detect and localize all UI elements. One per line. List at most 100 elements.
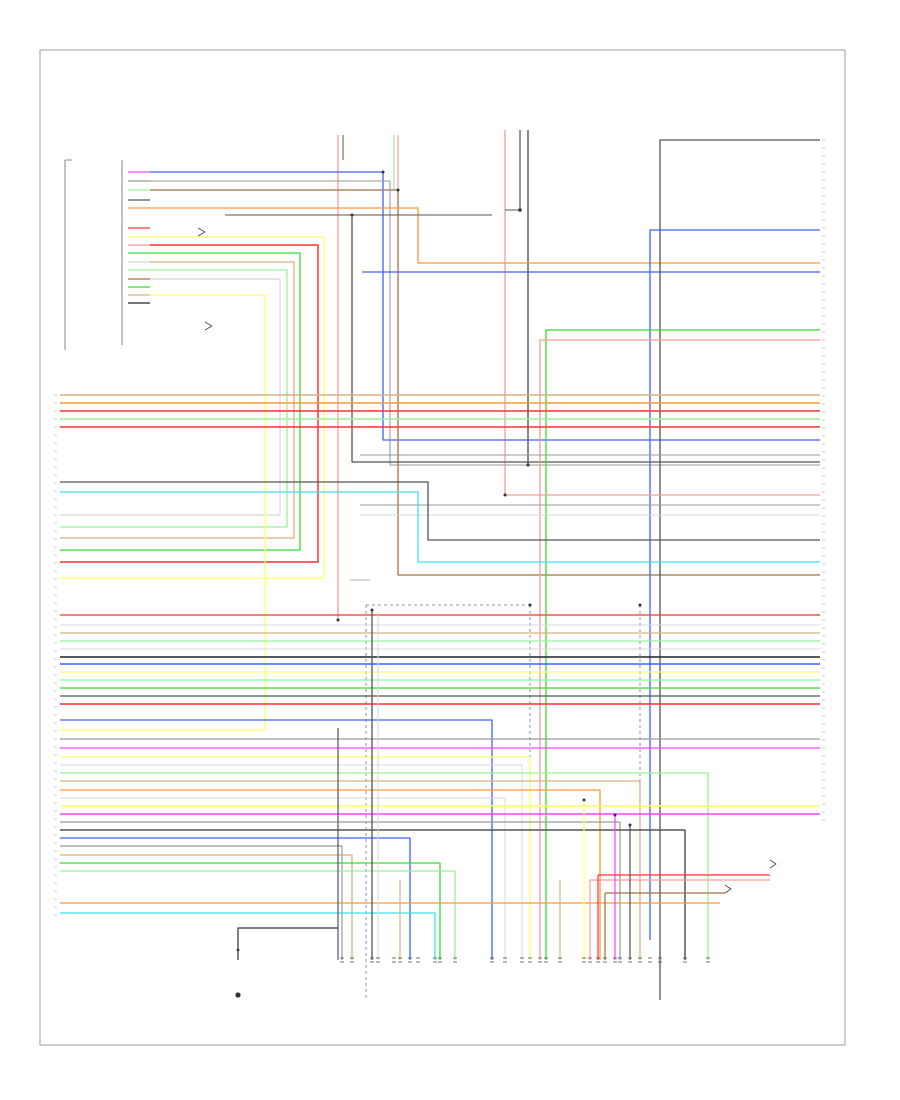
terminal-number: · [343,965,344,969]
wire-layer [54,130,825,1000]
ground-wire [237,927,338,960]
connector-terminal [520,957,524,963]
wire-light-green [60,870,456,960]
terminal-number: · [373,965,374,969]
terminal-number: · [631,965,632,969]
terminal-number: · [531,965,532,969]
wire-yellow [60,294,266,731]
wire-gray [150,180,820,466]
terminal-number: · [661,965,662,969]
connector-terminal [370,957,374,963]
wire-green [545,329,820,960]
wire-blue [649,229,820,940]
splice-dot [396,188,400,192]
terminal-number: · [506,965,507,969]
splice-dot [370,608,374,612]
connector-terminal [392,957,396,963]
wire-gray [60,821,621,960]
wire-black [659,139,820,1000]
terminal-number: · [441,965,442,969]
wire-brown [604,892,725,960]
connector-terminal [453,957,457,963]
connector-terminal [528,957,532,963]
terminal-number: · [436,965,437,969]
connector-terminal [340,957,344,963]
connector-terminal [490,957,494,963]
connector-arrow [197,227,206,237]
connector-terminal [416,957,420,963]
terminal-number: · [591,965,592,969]
wire-light-green [60,772,709,960]
wire-red [597,874,770,960]
wire-blue [150,171,820,441]
module-bracket [64,159,123,350]
terminal-number: · [353,965,354,969]
splice-dot [381,170,385,174]
splice-dot [526,463,530,467]
splice-dot [528,603,532,607]
splice-dot [503,493,507,497]
wire-pink [589,879,770,960]
terminal-number: · [561,965,562,969]
terminal-number: · [547,965,548,969]
wire-light-blue [60,491,820,563]
wire-light-blue [60,912,436,960]
connector-terminal [438,957,442,963]
wire-tan [60,854,353,960]
wire-green [60,862,441,960]
connector-terminal [433,957,437,963]
wire-blue [60,837,411,960]
terminal-number: · [616,965,617,969]
connector-terminal [376,957,380,963]
splice-dot [518,208,522,212]
connector-terminal [628,957,632,963]
splice-dot [236,948,240,952]
connector-terminal [618,957,622,963]
terminal-number: · [523,965,524,969]
connector-terminal [613,957,617,963]
splice-dot [638,603,642,607]
splice-dot [350,213,354,217]
wire-white [60,278,281,516]
connector-terminal [538,957,542,963]
terminal-number: · [419,965,420,969]
wire-tan [60,780,641,960]
terminal-number: · [395,965,396,969]
connector-terminal [603,957,607,963]
terminal-number: · [401,965,402,969]
connector-terminal [683,957,687,963]
terminal-number: · [493,965,494,969]
ground-symbol [235,992,241,998]
splice-dot [582,798,586,802]
wire-black [60,481,820,541]
wire-blue [60,719,493,960]
terminal-number: · [411,965,412,969]
connector-terminal [408,957,412,963]
splice-dot [628,823,632,827]
splice-dot [336,618,340,622]
wire-pink [539,339,820,960]
diagram-border [39,49,846,1046]
connector-terminal [596,957,600,963]
terminal-number: · [621,965,622,969]
component-layer: ······························ [235,170,710,998]
connector-terminal [558,957,562,963]
connector-terminal [648,957,652,963]
wire-tan [60,261,295,539]
terminal-number: · [686,965,687,969]
wire-orange [60,789,601,960]
wire-yellow [60,756,531,960]
wire-orange [150,207,820,264]
connector-terminal [350,957,354,963]
wire-gray [60,845,343,960]
wire-yellow [60,236,325,579]
connector-terminal [658,957,662,963]
connector-terminal [398,957,402,963]
connector-terminal [706,957,710,963]
terminal-number: · [709,965,710,969]
terminal-number: · [641,965,642,969]
connector-arrow [724,859,777,894]
terminal-number: · [606,965,607,969]
wire-light-green [60,269,288,528]
